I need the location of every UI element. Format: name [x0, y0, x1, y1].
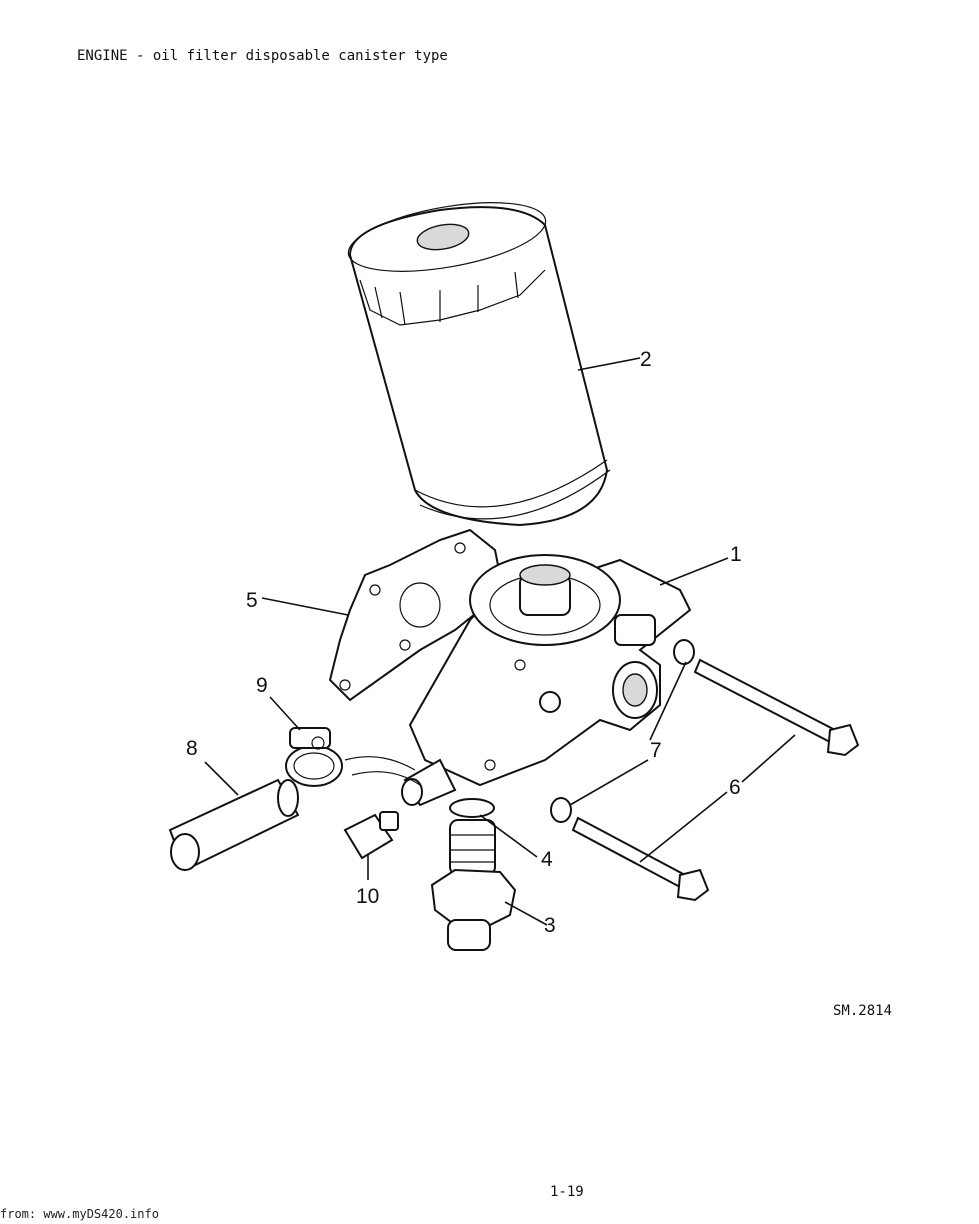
callout-7: 7	[650, 739, 662, 762]
washer-lower	[550, 797, 572, 823]
callout-2: 2	[640, 348, 652, 371]
callout-6: 6	[729, 776, 741, 799]
callout-3: 3	[544, 914, 556, 937]
callout-4: 4	[541, 848, 553, 871]
outlet-spigot	[344, 756, 457, 807]
bolt-upper	[693, 658, 860, 757]
hose-clip	[285, 727, 343, 787]
page-number: 1-19	[550, 1184, 584, 1200]
page-title: ENGINE - oil filter disposable canister …	[77, 48, 448, 64]
adaptor	[343, 811, 399, 860]
relief-valve	[430, 819, 517, 951]
callout-9: 9	[256, 674, 268, 697]
callout-5: 5	[246, 589, 258, 612]
figure-reference: SM.2814	[833, 1003, 893, 1019]
washer-upper	[673, 639, 695, 665]
bolt-lower	[571, 816, 710, 902]
adapter-housing	[408, 554, 692, 787]
source-watermark: from: www.myDS420.info	[0, 1207, 159, 1221]
callout-1: 1	[730, 543, 742, 566]
filter-canister	[347, 202, 611, 527]
hose	[168, 778, 300, 872]
o-ring	[449, 798, 495, 818]
leader-lines	[204, 357, 796, 926]
callout-8: 8	[186, 737, 198, 760]
callout-10: 10	[356, 885, 379, 908]
